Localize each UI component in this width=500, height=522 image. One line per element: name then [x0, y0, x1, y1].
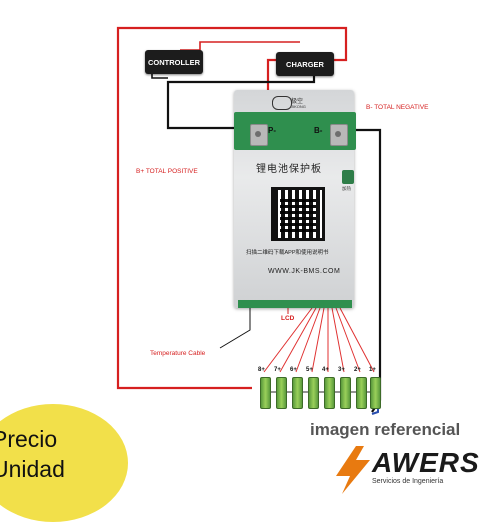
lcd-annotation: LCD	[281, 315, 295, 322]
side-button	[342, 170, 354, 184]
price-label-2: Unidad	[0, 456, 65, 482]
brand-en: JIKONG	[291, 104, 306, 109]
cell-label: 4+	[322, 367, 329, 373]
awers-logo-icon	[336, 446, 370, 494]
battery-cell-icon	[324, 377, 335, 409]
controller-box: CONTROLLER	[145, 50, 203, 74]
cell-label: 7+	[274, 367, 281, 373]
p-minus-terminal	[250, 124, 268, 146]
b-minus-label: B-	[314, 126, 323, 135]
battery-cell-icon	[276, 377, 287, 409]
negative-wire-p	[166, 68, 316, 130]
controller-charger-red-wire	[180, 41, 300, 51]
bms-connector-strip	[238, 300, 352, 308]
cell-label: 5+	[306, 367, 313, 373]
board-title: 锂电池保护板	[256, 164, 322, 175]
cell-label: 1+	[369, 367, 376, 373]
b-minus-annotation: B- TOTAL NEGATIVE	[366, 104, 429, 111]
battery-cell-icon	[356, 377, 367, 409]
positive-wire-loop	[116, 26, 348, 390]
balance-wires	[263, 307, 375, 373]
b-minus-terminal	[330, 124, 348, 146]
charger-label: CHARGER	[286, 59, 324, 69]
charger-box: CHARGER	[276, 52, 334, 76]
brand-name: AWERS	[372, 447, 480, 478]
cell-label: 6+	[290, 367, 297, 373]
cloud-logo-icon	[272, 96, 292, 110]
temperature-cable	[219, 308, 251, 349]
controller-label: CONTROLLER	[147, 57, 201, 67]
battery-cell-icon	[370, 377, 381, 409]
cell-label: 3+	[338, 367, 345, 373]
cell-label: 2+	[354, 367, 361, 373]
brand-cn: 极空	[291, 99, 304, 105]
scan-instructions: 扫描二维码下载APP和使用说明书	[246, 250, 329, 256]
p-minus-label: P-	[268, 126, 276, 135]
cell-label: 8+	[258, 367, 265, 373]
battery-cell-icon	[260, 377, 271, 409]
brand-subtitle: Servicios de Ingeniería	[372, 478, 444, 485]
qr-code-icon	[271, 187, 325, 241]
reference-image-note: imagen referencial	[310, 420, 461, 439]
b-plus-annotation: B+ TOTAL POSITIVE	[136, 168, 198, 175]
board-url: WWW.JK-BMS.COM	[268, 268, 341, 275]
side-button-label: 加热	[342, 186, 351, 191]
battery-cell-icon	[340, 377, 351, 409]
price-label-1: Precio	[0, 426, 58, 452]
battery-cell-icon	[292, 377, 303, 409]
temperature-annotation: Temperature Cable	[150, 350, 206, 357]
battery-cell-icon	[308, 377, 319, 409]
